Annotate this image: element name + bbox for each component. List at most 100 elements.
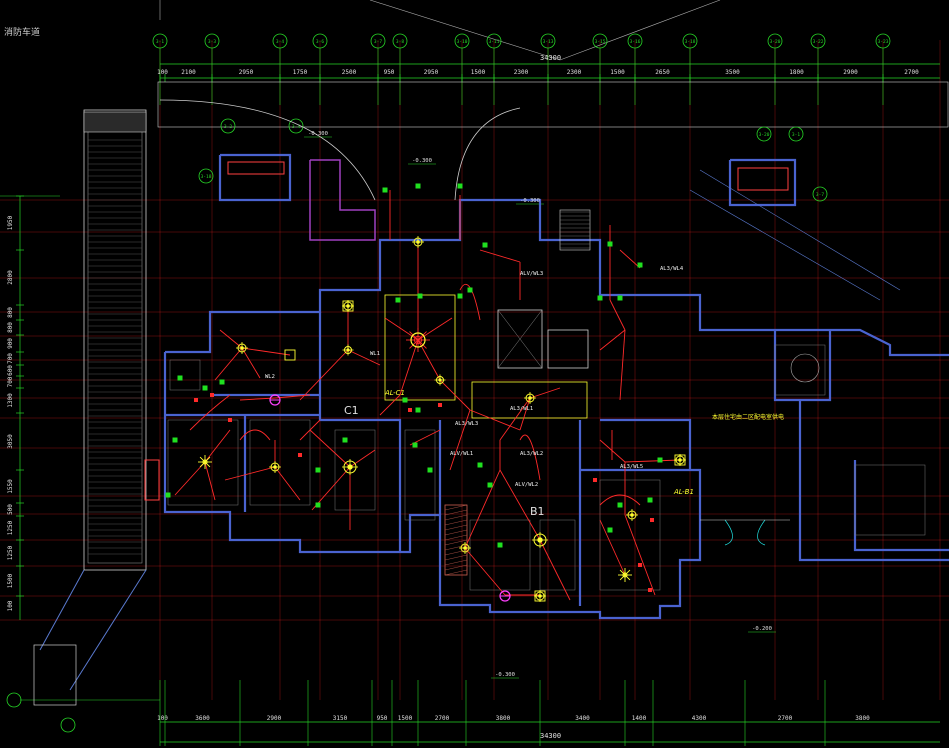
dim-text-left: 1250 [7, 545, 14, 560]
hatch [444, 519, 468, 526]
wire [624, 459, 681, 463]
axis-bubble [627, 33, 643, 49]
wire [599, 439, 626, 463]
furniture [469, 519, 531, 591]
chandelier-ring [410, 332, 426, 348]
dim-text-bottom: 3400 [575, 715, 590, 722]
axis-bubble-label: 3-1 [792, 132, 800, 138]
dim-text-left: 1250 [7, 520, 14, 535]
axis-bubble-label: 3-16 [630, 39, 641, 45]
switch-device [172, 437, 178, 443]
axis-bubble-label: 3-18 [685, 39, 696, 45]
dim-text-top: 2950 [239, 69, 254, 76]
dim-text-top: 950 [384, 69, 395, 76]
wire [619, 249, 641, 269]
dim-text-top: 2300 [514, 69, 529, 76]
wire [174, 461, 206, 496]
wire [224, 466, 276, 481]
chandelier [619, 574, 626, 581]
diag [699, 169, 901, 291]
circuit-label: AL3/WL1 [510, 406, 533, 412]
dim-text-bottom: 4300 [692, 715, 707, 722]
axis-bubble-label: 3-22 [813, 39, 824, 45]
dim-text-left: 900 [7, 338, 14, 349]
furniture [854, 464, 926, 536]
wall-unit-b1 [600, 418, 692, 470]
axis-bubble [454, 33, 470, 49]
stair [559, 209, 591, 251]
circuit-label: AL3/WL4 [660, 266, 684, 272]
wire [619, 329, 626, 401]
top-dim-frame [157, 81, 949, 128]
hatch [444, 534, 468, 541]
axis-bubble [370, 33, 386, 49]
dim-text-top: 2100 [181, 69, 196, 76]
axis-bubble-label: 3-4 [276, 39, 284, 45]
wire [624, 514, 656, 596]
dim-text-bottom: 950 [377, 715, 388, 722]
axis-bubble-small [198, 168, 214, 184]
wire [214, 347, 243, 381]
dim-text-left: 800 [7, 322, 14, 333]
wire [349, 449, 376, 468]
chandelier-main [409, 331, 419, 341]
dim-text-bottom: 3600 [195, 715, 210, 722]
axis-bubble-label: 3-2 [224, 124, 232, 130]
dim-text-top: 100 [157, 69, 168, 76]
switch-device [617, 502, 623, 508]
axis-bubble [152, 33, 168, 49]
wire [241, 347, 291, 356]
axis-bubble-label: 3-20 [770, 39, 781, 45]
dim-text-left: 700 [7, 353, 14, 364]
axis-bubble-label: 3-4 [292, 124, 300, 130]
furniture [167, 419, 239, 506]
axis-bubble [312, 33, 328, 49]
wire [309, 429, 351, 468]
dim-text-left: 100 [7, 600, 14, 611]
outlet-device [210, 393, 214, 397]
furniture [334, 429, 376, 511]
switch-device [487, 482, 493, 488]
wire [599, 329, 626, 351]
switch-device [482, 242, 488, 248]
wire [417, 339, 441, 381]
dim-text-bottom: 2700 [435, 715, 450, 722]
wire-arc [599, 494, 641, 506]
junction-box [284, 349, 296, 361]
switch-device [597, 295, 603, 301]
dim-text-top: 2500 [342, 69, 357, 76]
wire [449, 409, 471, 471]
switch-device [617, 295, 623, 301]
wall-south [163, 352, 702, 620]
axis-bubble-label: 3-15 [595, 39, 606, 45]
axis-bubble-label: 3-8 [396, 39, 404, 45]
switch-device [637, 262, 643, 268]
junction-box [534, 590, 546, 602]
outlet-device [228, 418, 232, 422]
total-dimension-top: 34300 [540, 54, 561, 62]
outlet-device [638, 563, 642, 567]
dim-text-top: 1750 [293, 69, 308, 76]
wire [464, 469, 501, 549]
axis-bubble [392, 33, 408, 49]
switch-device [412, 442, 418, 448]
dim-text-bottom: 1500 [398, 715, 413, 722]
ramp-edge [39, 569, 85, 651]
wall-north [165, 198, 949, 357]
electrical-wiring [165, 183, 681, 601]
unit-label-c1: C1 [344, 404, 359, 417]
driveway-arc [159, 99, 376, 201]
dim-text-top: 1800 [789, 69, 804, 76]
dim-text-left: 1300 [7, 393, 14, 408]
axis-bubble [592, 33, 608, 49]
switch-device [657, 457, 663, 463]
dim-text-bottom: 2700 [778, 715, 793, 722]
switch-device [467, 287, 473, 293]
outlet-device [194, 398, 198, 402]
total-dimension-bottom: 34300 [540, 732, 561, 740]
chandelier-main-ring [413, 335, 423, 345]
furniture [404, 429, 436, 521]
chandelier-ring [622, 572, 628, 578]
junction-box [342, 300, 354, 312]
wire-arc [239, 429, 271, 441]
